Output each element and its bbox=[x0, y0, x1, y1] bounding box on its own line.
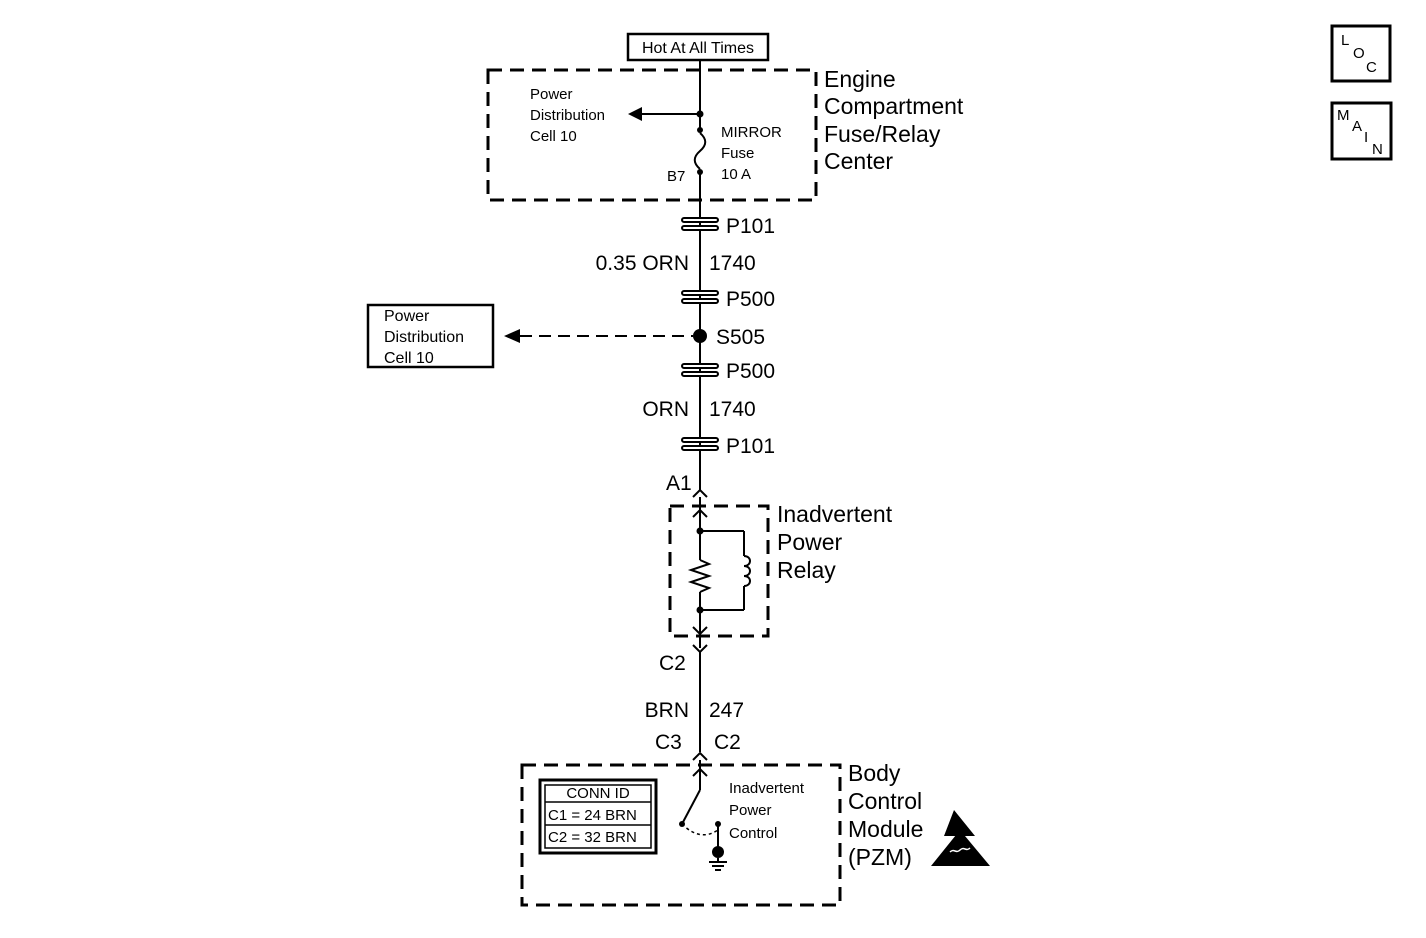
wire-color-0-35-orn: 0.35 ORN bbox=[596, 252, 689, 275]
svg-text:P101: P101 bbox=[726, 215, 775, 238]
svg-text:Center: Center bbox=[824, 148, 893, 174]
wire-color-brn: BRN bbox=[645, 699, 689, 722]
switch-icon bbox=[681, 789, 701, 825]
arrow-left-icon bbox=[504, 329, 520, 343]
wire-circuit-1740-top: 1740 bbox=[709, 252, 756, 275]
svg-text:(PZM): (PZM) bbox=[848, 844, 912, 870]
connector-p500-bottom: P500 bbox=[681, 360, 775, 383]
svg-text:N: N bbox=[1372, 141, 1383, 158]
wire-circuit-1740-bottom: 1740 bbox=[709, 398, 756, 421]
svg-text:Relay: Relay bbox=[777, 557, 836, 583]
inadvertent-power-control-label: Inadvertent Power Control bbox=[729, 780, 805, 842]
svg-text:Control: Control bbox=[729, 825, 777, 842]
resistor-icon bbox=[687, 559, 713, 593]
wire-circuit-247: 247 bbox=[709, 699, 744, 722]
power-distribution-ref-internal: Power Distribution Cell 10 bbox=[530, 86, 605, 145]
svg-text:P101: P101 bbox=[726, 435, 775, 458]
svg-text:P500: P500 bbox=[726, 360, 775, 383]
power-distribution-ref-box: Power Distribution Cell 10 bbox=[366, 303, 495, 369]
svg-text:C: C bbox=[1366, 59, 1377, 76]
bcm-title: Body Control Module (PZM) bbox=[848, 760, 923, 870]
svg-text:A: A bbox=[1352, 118, 1362, 135]
pin-c2-bcm: C2 bbox=[714, 731, 741, 754]
svg-text:Inadvertent: Inadvertent bbox=[729, 780, 805, 797]
pin-c2-relay: C2 bbox=[659, 652, 686, 675]
relay-title: Inadvertent Power Relay bbox=[777, 501, 893, 583]
fuse-icon bbox=[693, 127, 707, 175]
svg-text:M: M bbox=[1337, 107, 1350, 124]
fuse-center-box bbox=[486, 68, 818, 202]
svg-text:Body: Body bbox=[848, 760, 901, 786]
svg-text:S505: S505 bbox=[716, 326, 765, 349]
hot-at-all-times-label: Hot At All Times bbox=[626, 32, 770, 62]
ground-icon bbox=[709, 858, 727, 871]
svg-text:Distribution: Distribution bbox=[530, 107, 605, 124]
svg-text:Fuse: Fuse bbox=[721, 145, 754, 162]
svg-text:Fuse/Relay: Fuse/Relay bbox=[824, 121, 941, 147]
bcm-box bbox=[520, 763, 842, 907]
svg-text:I: I bbox=[1364, 129, 1368, 146]
svg-text:Power: Power bbox=[384, 308, 430, 325]
wire-color-orn: ORN bbox=[642, 398, 689, 421]
mirror-fuse-label: MIRROR Fuse 10 A bbox=[721, 124, 782, 183]
svg-text:O: O bbox=[1353, 45, 1365, 62]
connector-p101-bottom: P101 bbox=[681, 435, 775, 458]
connector-p500-top: P500 bbox=[681, 288, 775, 311]
svg-text:Distribution: Distribution bbox=[384, 329, 464, 346]
svg-text:Power: Power bbox=[729, 802, 772, 819]
loc-button[interactable]: L O C bbox=[1330, 24, 1392, 83]
svg-text:Inadvertent: Inadvertent bbox=[777, 501, 893, 527]
splice-s505: S505 bbox=[693, 326, 765, 349]
svg-text:Cell 10: Cell 10 bbox=[530, 128, 577, 145]
conn-id-row: C2 = 32 BRN bbox=[548, 829, 637, 846]
pin-a1: A1 bbox=[666, 472, 692, 495]
svg-text:Power: Power bbox=[777, 529, 843, 555]
pin-chevron-icon bbox=[692, 751, 708, 761]
svg-text:L: L bbox=[1341, 32, 1349, 49]
conn-id-header: CONN ID bbox=[566, 785, 630, 802]
svg-text:Cell 10: Cell 10 bbox=[384, 350, 434, 367]
esd-warning-icon bbox=[931, 810, 990, 866]
svg-text:MIRROR: MIRROR bbox=[721, 124, 782, 141]
connector-p101-top: P101 bbox=[681, 215, 775, 238]
svg-text:Power: Power bbox=[530, 86, 573, 103]
hot-at-all-times-text: Hot At All Times bbox=[642, 40, 754, 57]
svg-text:Control: Control bbox=[848, 788, 922, 814]
svg-text:Compartment: Compartment bbox=[824, 93, 964, 119]
arrow-left-icon bbox=[628, 107, 642, 121]
conn-id-row: C1 = 24 BRN bbox=[548, 807, 637, 824]
svg-text:Engine: Engine bbox=[824, 66, 896, 92]
pin-chevron-icon bbox=[692, 488, 708, 498]
relay-coil-icon bbox=[743, 555, 751, 587]
pin-c3: C3 bbox=[655, 731, 682, 754]
fuse-center-title: Engine Compartment Fuse/Relay Center bbox=[824, 66, 964, 174]
svg-text:P500: P500 bbox=[726, 288, 775, 311]
svg-text:10 A: 10 A bbox=[721, 166, 751, 183]
svg-text:Module: Module bbox=[848, 816, 923, 842]
terminal-b7: B7 bbox=[667, 168, 685, 185]
main-button[interactable]: M A I N bbox=[1330, 101, 1393, 161]
conn-id-table: CONN ID C1 = 24 BRN C2 = 32 BRN bbox=[538, 778, 658, 855]
relay-box bbox=[668, 504, 770, 638]
